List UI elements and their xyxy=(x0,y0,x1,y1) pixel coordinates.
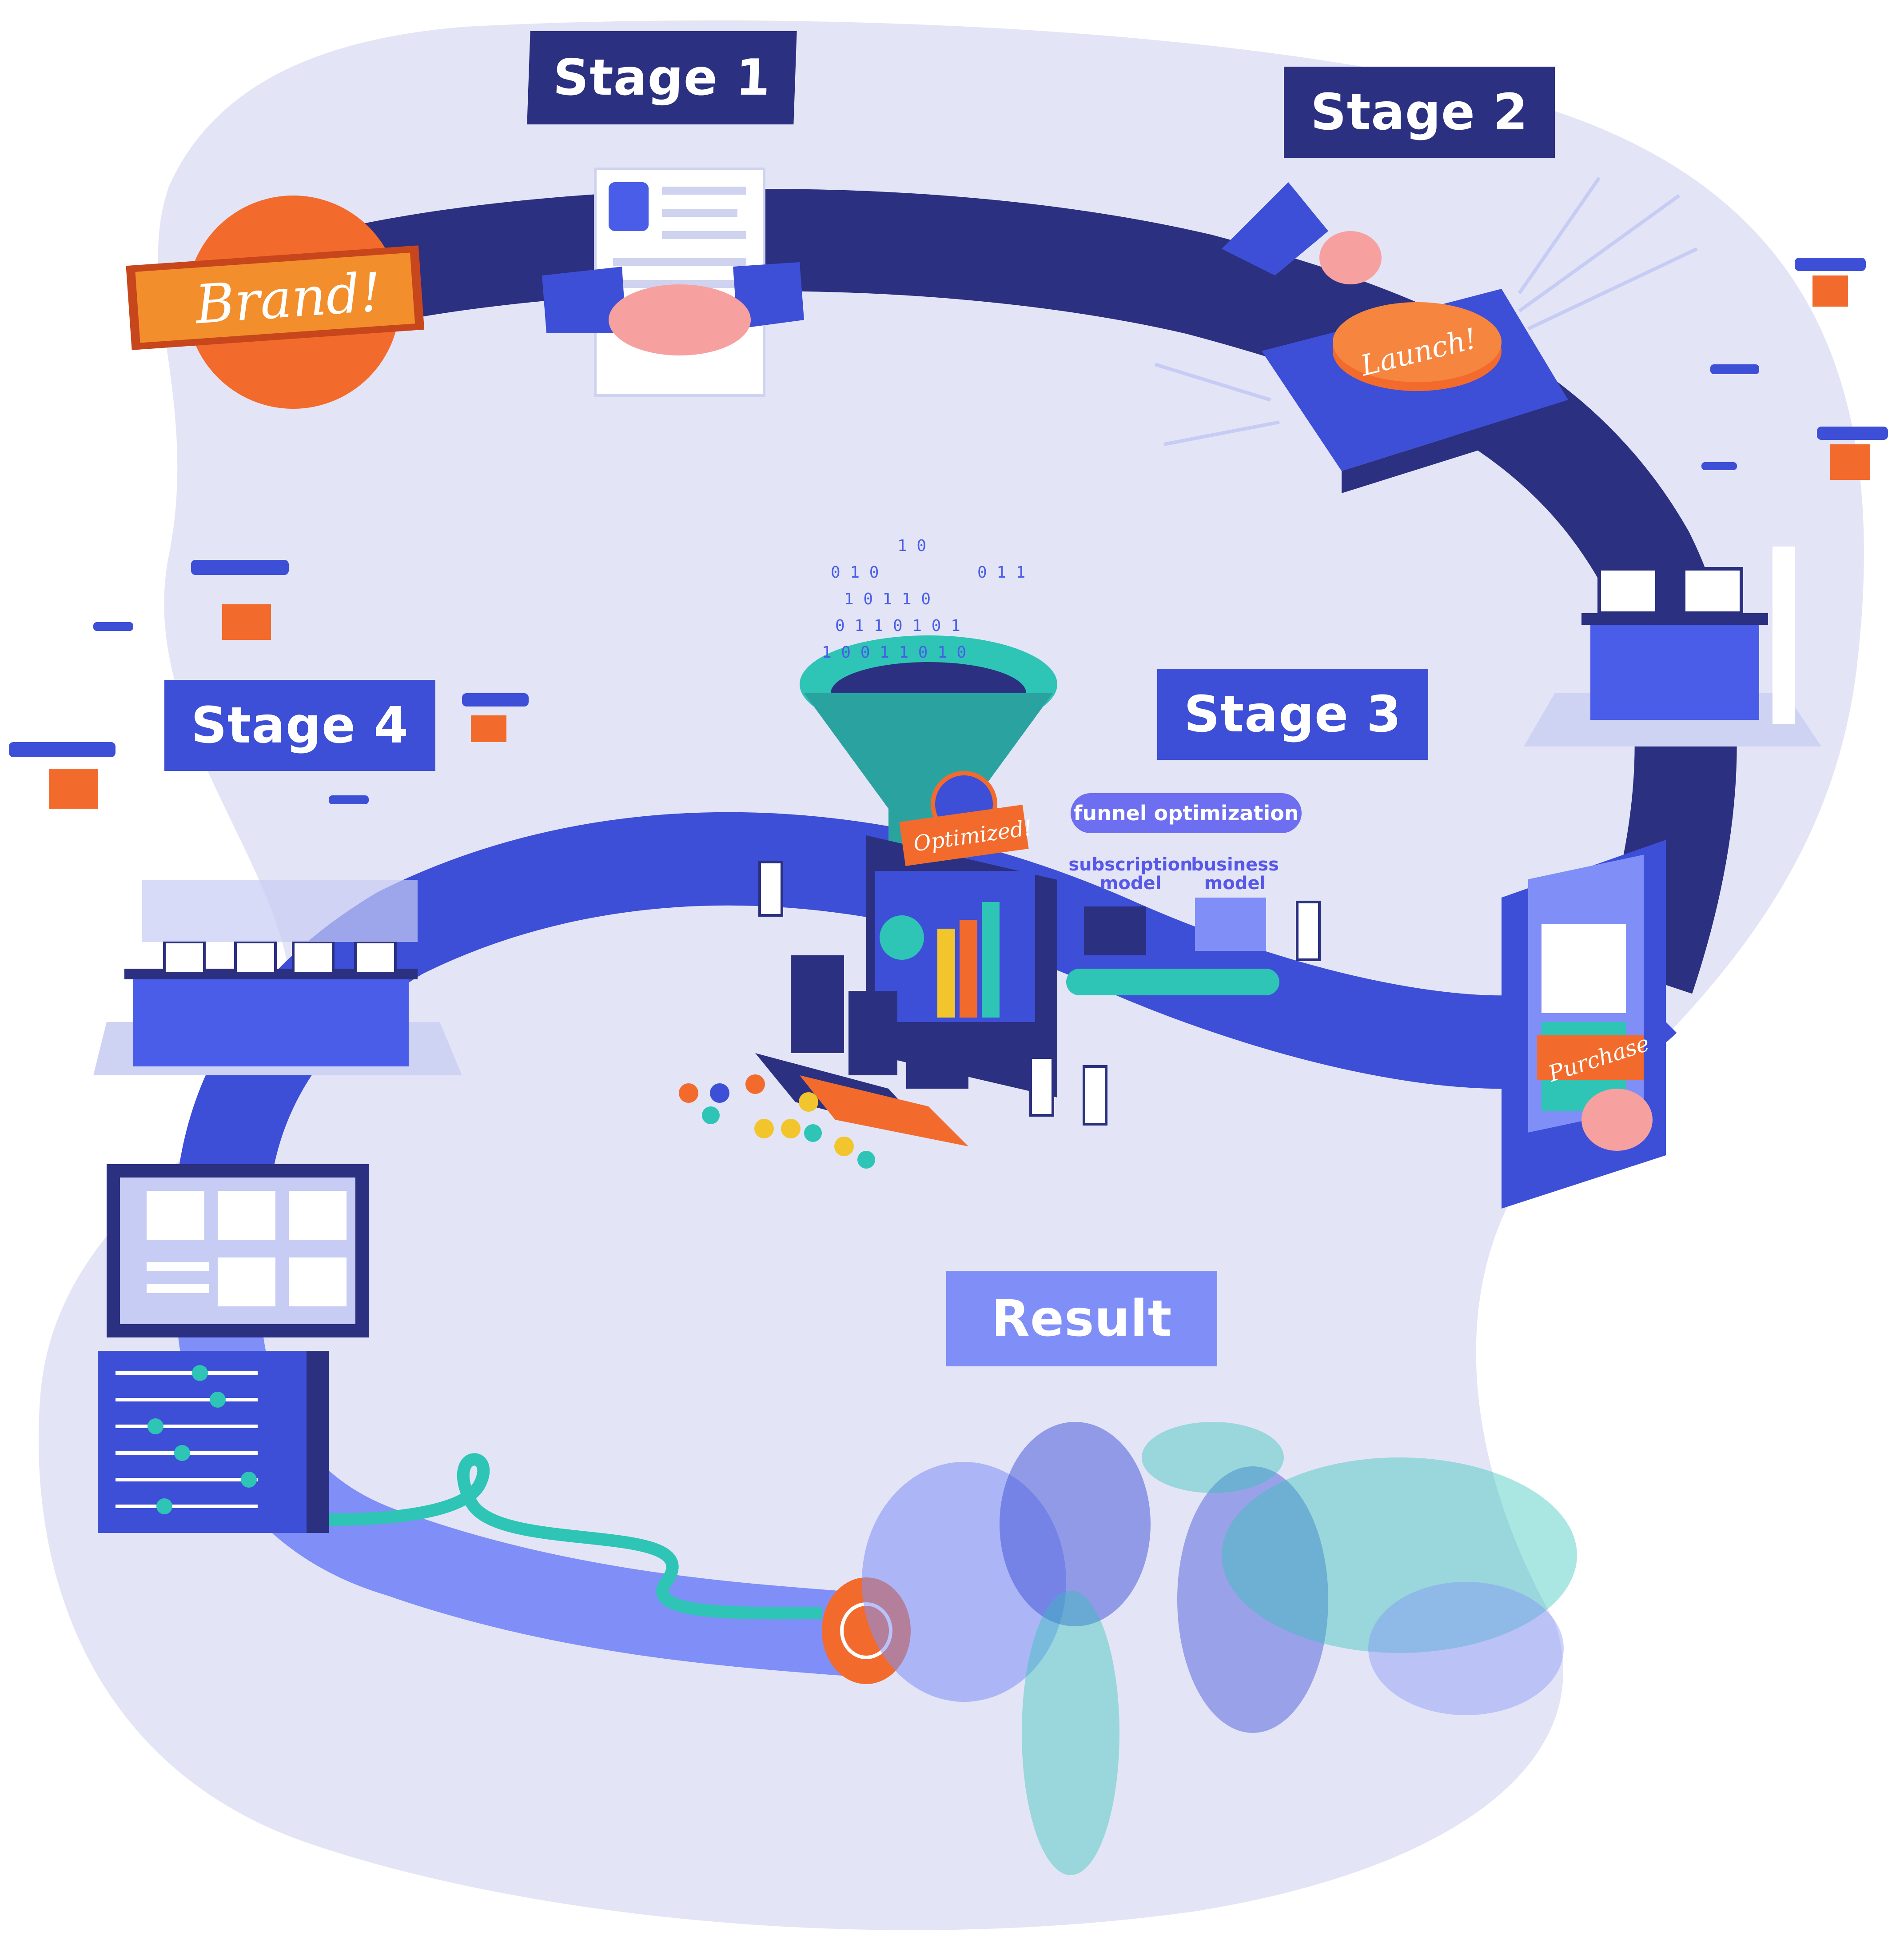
stage-2-label: Stage 2 xyxy=(1284,67,1555,158)
reaction-emojis xyxy=(679,1074,875,1169)
result-label: Result xyxy=(946,1271,1217,1366)
brand-sign-label: Brand! xyxy=(192,261,383,336)
handshake-icon xyxy=(542,262,804,355)
funnel-optimization-pill: funnel optimization xyxy=(1071,793,1302,833)
dashboard-machine xyxy=(755,771,1057,1146)
binary-stream: 0 1 0 1 0 1 1 0 0 1 1 0 1 0 1 1 0 0 1 1 … xyxy=(822,537,1025,662)
slider-console xyxy=(98,1351,329,1533)
conveyor xyxy=(1066,898,1279,995)
brand-sign xyxy=(126,245,425,350)
svg-text:1 0 0 1 1 0 1 0: 1 0 0 1 1 0 1 0 xyxy=(822,643,966,662)
business-model-label: business model xyxy=(1191,854,1279,894)
launch-sign-label: Launch! xyxy=(1357,322,1480,383)
workers xyxy=(758,861,1321,1126)
purchase-tablet xyxy=(1502,840,1666,1209)
optimized-sign xyxy=(899,805,1029,866)
svg-text:0 1 1 0 1 0 1: 0 1 1 0 1 0 1 xyxy=(835,617,960,635)
stage4-desk xyxy=(93,880,462,1075)
funnel-icon xyxy=(800,635,1057,858)
svg-text:0 1 0: 0 1 0 xyxy=(831,563,879,582)
teal-cable xyxy=(328,1453,822,1620)
svg-text:0 1 1: 0 1 1 xyxy=(977,563,1025,582)
subscription-model-label: subscription model xyxy=(1068,854,1193,894)
stage-4-label: Stage 4 xyxy=(164,680,435,771)
dollar-coin-icon xyxy=(880,915,924,960)
world-crowd-icon xyxy=(862,1422,1577,1875)
stage-3-label: Stage 3 xyxy=(1157,669,1428,760)
launch-burst xyxy=(1154,176,1698,446)
social-desk xyxy=(1524,547,1821,746)
optimized-sign-label: Optimized! xyxy=(912,815,1034,857)
launch-platform xyxy=(1222,182,1568,493)
svg-text:1 0: 1 0 xyxy=(897,537,926,555)
left-drones xyxy=(9,560,529,809)
drone-icon xyxy=(1701,258,1888,480)
purchase-button xyxy=(1537,1035,1644,1080)
svg-text:1 0 1 1 0: 1 0 1 1 0 xyxy=(844,590,931,608)
stage-1-label: Stage 1 xyxy=(527,31,797,124)
purchase-sign-label: Purchase xyxy=(1545,1030,1652,1087)
ad-platform-tablet xyxy=(107,1164,369,1337)
